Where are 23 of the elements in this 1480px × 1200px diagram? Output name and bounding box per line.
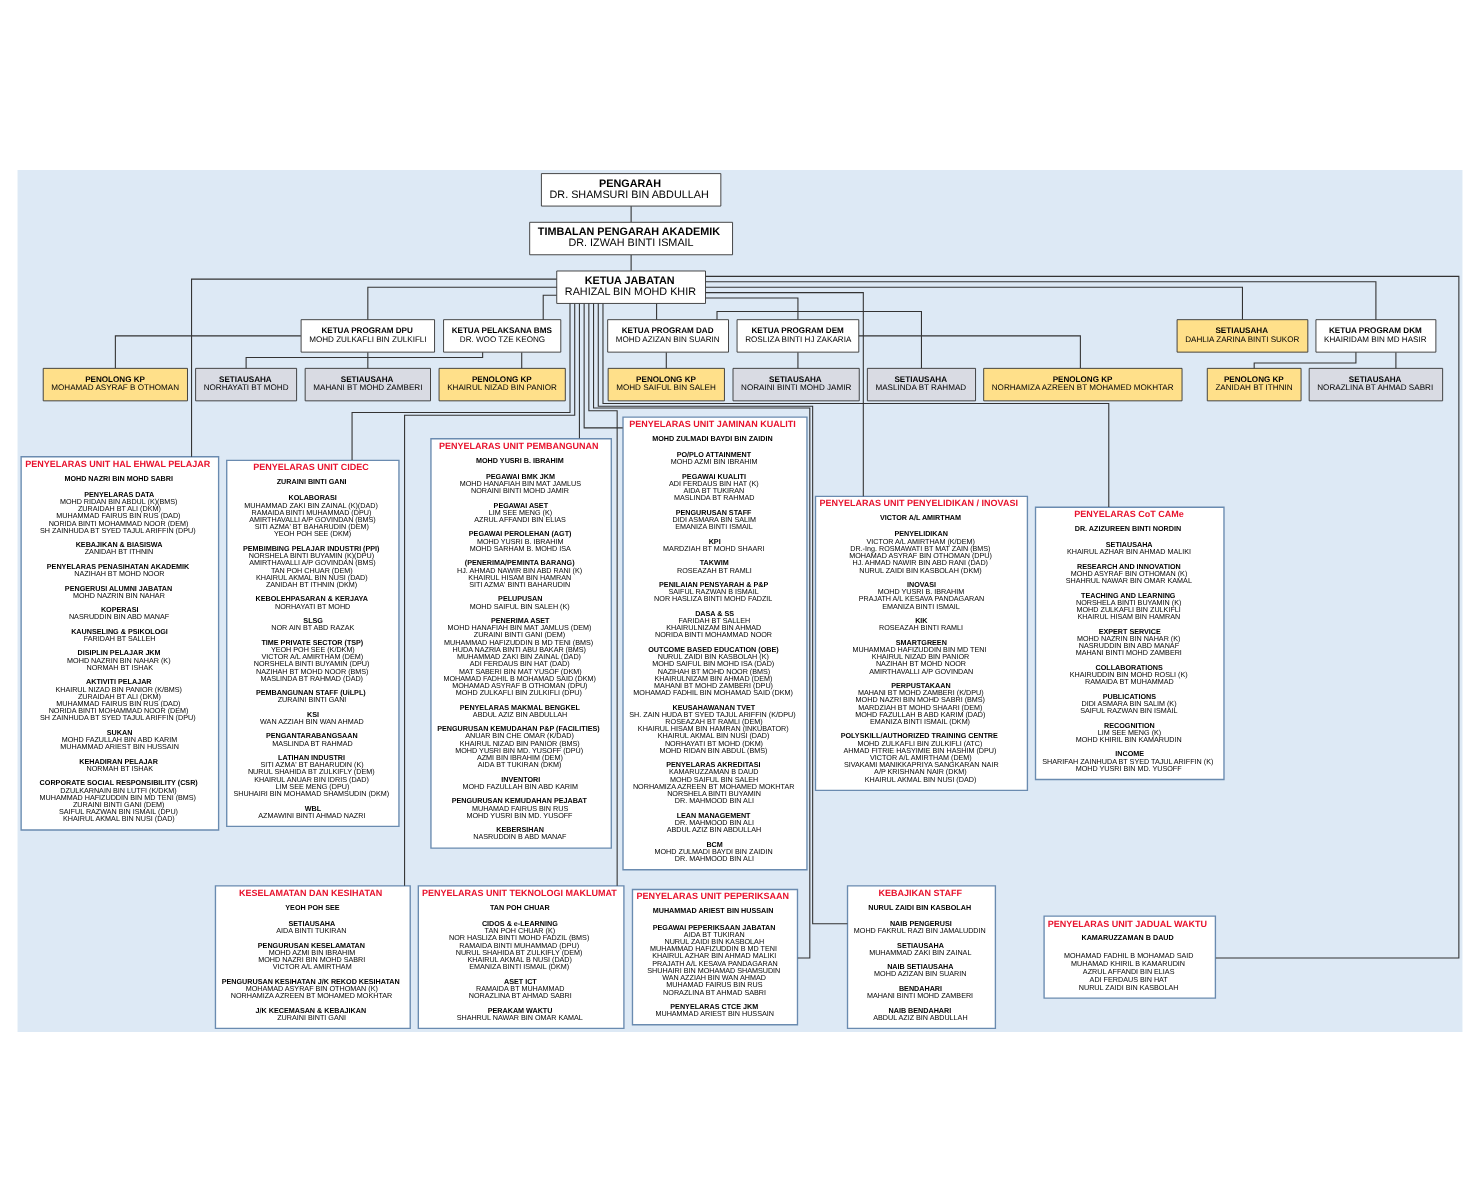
connector — [114, 334, 302, 368]
connector — [521, 350, 523, 368]
connector — [1395, 350, 1397, 368]
connector — [630, 204, 632, 222]
connector — [705, 296, 799, 320]
connector — [1253, 350, 1357, 368]
connector — [583, 302, 624, 428]
connector — [367, 350, 369, 368]
connector — [542, 293, 558, 320]
connector — [716, 310, 922, 368]
connector — [404, 302, 576, 886]
connector — [578, 302, 580, 438]
connector — [705, 280, 1377, 320]
connector — [630, 253, 632, 271]
connector — [797, 350, 799, 368]
connector — [245, 350, 484, 368]
connector — [705, 274, 1460, 958]
connector — [665, 350, 667, 368]
connector — [367, 285, 558, 319]
connector — [351, 302, 571, 460]
connector — [858, 334, 1081, 368]
connector — [705, 285, 1243, 319]
connector — [588, 302, 618, 886]
